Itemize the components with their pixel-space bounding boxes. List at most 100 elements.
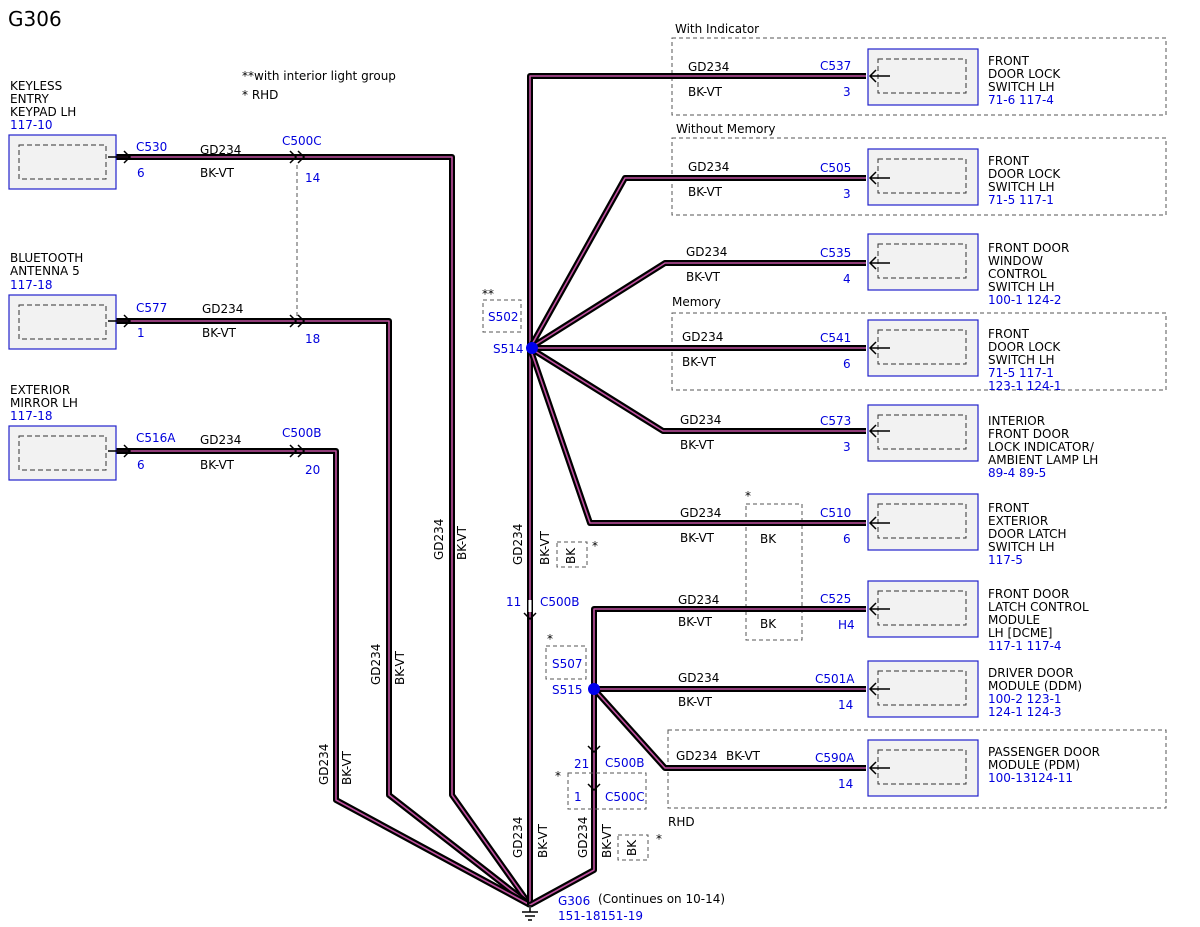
- bluetooth-name-line1: BLUETOOTH: [10, 251, 83, 265]
- group-label-with-indicator: With Indicator: [675, 22, 759, 36]
- wire-circuit-label: GD234: [688, 60, 729, 74]
- c500c-lower-label: C500C: [605, 790, 645, 804]
- component-ref: 117-1 117-4: [988, 639, 1062, 653]
- bluetooth-name-line2: ANTENNA 5: [10, 264, 80, 278]
- ground-note: (Continues on 10-14): [598, 892, 725, 906]
- inline-connector-c500b-lower: [587, 745, 601, 792]
- rhd-color-label: BK-VT: [600, 823, 614, 858]
- component-name-line: FRONT DOOR: [988, 587, 1069, 601]
- splice-s507-label: S507: [552, 657, 583, 671]
- component-exterior-mirror: [8, 425, 117, 481]
- component-ref: 124-1 124-3: [988, 705, 1062, 719]
- pin-1-label: 1: [574, 790, 582, 804]
- wire-color-label: BK-VT: [678, 695, 713, 709]
- splice-s514-label: S514: [493, 342, 524, 356]
- mirror-ref: 117-18: [10, 409, 53, 423]
- component-ref: 71-5 117-1: [988, 366, 1054, 380]
- component-name-line: DOOR LOCK: [988, 67, 1061, 81]
- mirror-name-line2: MIRROR LH: [10, 396, 78, 410]
- note-interior-light: **with interior light group: [242, 69, 396, 83]
- component-name-line: AMBIENT LAMP LH: [988, 453, 1098, 467]
- connector-pin-icon: [868, 171, 890, 185]
- group-label-without-memory: Without Memory: [676, 122, 776, 136]
- pin-11-label: 11: [506, 595, 521, 609]
- pin-c577: 1: [137, 326, 145, 340]
- inline-c500b-icon: [289, 444, 306, 458]
- connector-pin-icon: [868, 602, 890, 616]
- inline-c500c-icon: [289, 150, 306, 164]
- wire-circuit-label: GD234: [688, 160, 729, 174]
- page-title: G306: [8, 7, 62, 31]
- group-box-without-memory: [671, 137, 1167, 216]
- splice-s515-label: S515: [552, 683, 583, 697]
- component-ref: 100-13124-11: [988, 771, 1073, 785]
- component-inner: [877, 670, 967, 706]
- component-name-line: LH [DCME]: [988, 626, 1052, 640]
- bk-box-lower: [617, 834, 649, 861]
- connector-label: C573: [820, 414, 851, 428]
- connector-c577: C577: [136, 301, 167, 315]
- component-name-line: INTERIOR: [988, 414, 1045, 428]
- connector-pin-icon: [868, 761, 890, 775]
- c500b-mid-label: C500B: [540, 595, 580, 609]
- rhd-mark-trunk: *: [592, 539, 598, 553]
- inline-c500c-pin: 14: [305, 171, 320, 185]
- component-ref: 71-5 117-1: [988, 193, 1054, 207]
- ground-name: G306: [558, 894, 590, 908]
- ground-refs: 151-18151-19: [558, 909, 643, 923]
- keyless-ref: 117-10: [10, 118, 53, 132]
- keyless-name-line2: ENTRY: [10, 92, 49, 106]
- component-name-line: DRIVER DOOR: [988, 666, 1074, 680]
- component-name-line: DOOR LOCK: [988, 167, 1061, 181]
- connector-c516a-icon: [108, 444, 132, 458]
- component-name-line: EXTERIOR: [988, 514, 1048, 528]
- bluetooth-ref: 117-18: [10, 278, 53, 292]
- component-name-line: SWITCH LH: [988, 540, 1055, 554]
- component-inner: [18, 144, 107, 180]
- component-keyless-entry-keypad: [8, 134, 117, 190]
- splice-s507-box: [545, 645, 587, 680]
- component-inner: [18, 304, 107, 340]
- pin-21-label: 21: [574, 757, 589, 771]
- splice-s502-mark: **: [482, 287, 494, 301]
- trunk-circuit-label: GD234: [511, 524, 525, 565]
- component-name-line: DOOR LATCH: [988, 527, 1067, 541]
- component-name-line: FRONT: [988, 54, 1030, 68]
- wire-color-label: BK-VT: [688, 185, 723, 199]
- component-inner: [877, 243, 967, 279]
- component-inner: [877, 590, 967, 626]
- connector-c516a: C516A: [136, 431, 176, 445]
- inline-c500b-pin: 20: [305, 463, 320, 477]
- wire-color-bluetooth: BK-VT: [202, 326, 237, 340]
- rhd-mark-c500c: *: [555, 769, 561, 783]
- component-name-line: SWITCH LH: [988, 280, 1055, 294]
- component-name-line: FRONT: [988, 327, 1030, 341]
- inline-c500c-box: [567, 772, 647, 810]
- connector-label: C525: [820, 592, 851, 606]
- trunk-color-label: BK-VT: [538, 530, 552, 565]
- bk-label-lower: BK: [760, 617, 777, 631]
- pin-label: 14: [838, 698, 853, 712]
- inline-pin-18: 18: [305, 332, 320, 346]
- route3-circuit: GD234: [317, 744, 331, 785]
- splice-s502-label: S502: [488, 310, 519, 324]
- pin-label: 4: [843, 272, 851, 286]
- ground-icon: [522, 905, 538, 921]
- component-ref: 89-4 89-5: [988, 466, 1046, 480]
- component-ref: 117-5: [988, 553, 1023, 567]
- group-box-with-indicator: [671, 37, 1167, 116]
- wire-circuit-label: GD234: [676, 749, 717, 763]
- component-inner: [877, 414, 967, 450]
- wire-color-label: BK-VT: [682, 355, 717, 369]
- splice-s514: [526, 342, 538, 354]
- component-name-line: MODULE (PDM): [988, 758, 1080, 772]
- component-ref: 100-1 124-2: [988, 293, 1062, 307]
- wire-color-label: BK-VT: [680, 531, 715, 545]
- bk-box-trunk: [556, 541, 588, 568]
- note-rhd: * RHD: [242, 88, 278, 102]
- component-name-line: CONTROL: [988, 267, 1047, 281]
- pin-label: 3: [843, 187, 851, 201]
- component-name-line: DOOR LOCK: [988, 340, 1061, 354]
- group-box-memory: [671, 312, 1167, 391]
